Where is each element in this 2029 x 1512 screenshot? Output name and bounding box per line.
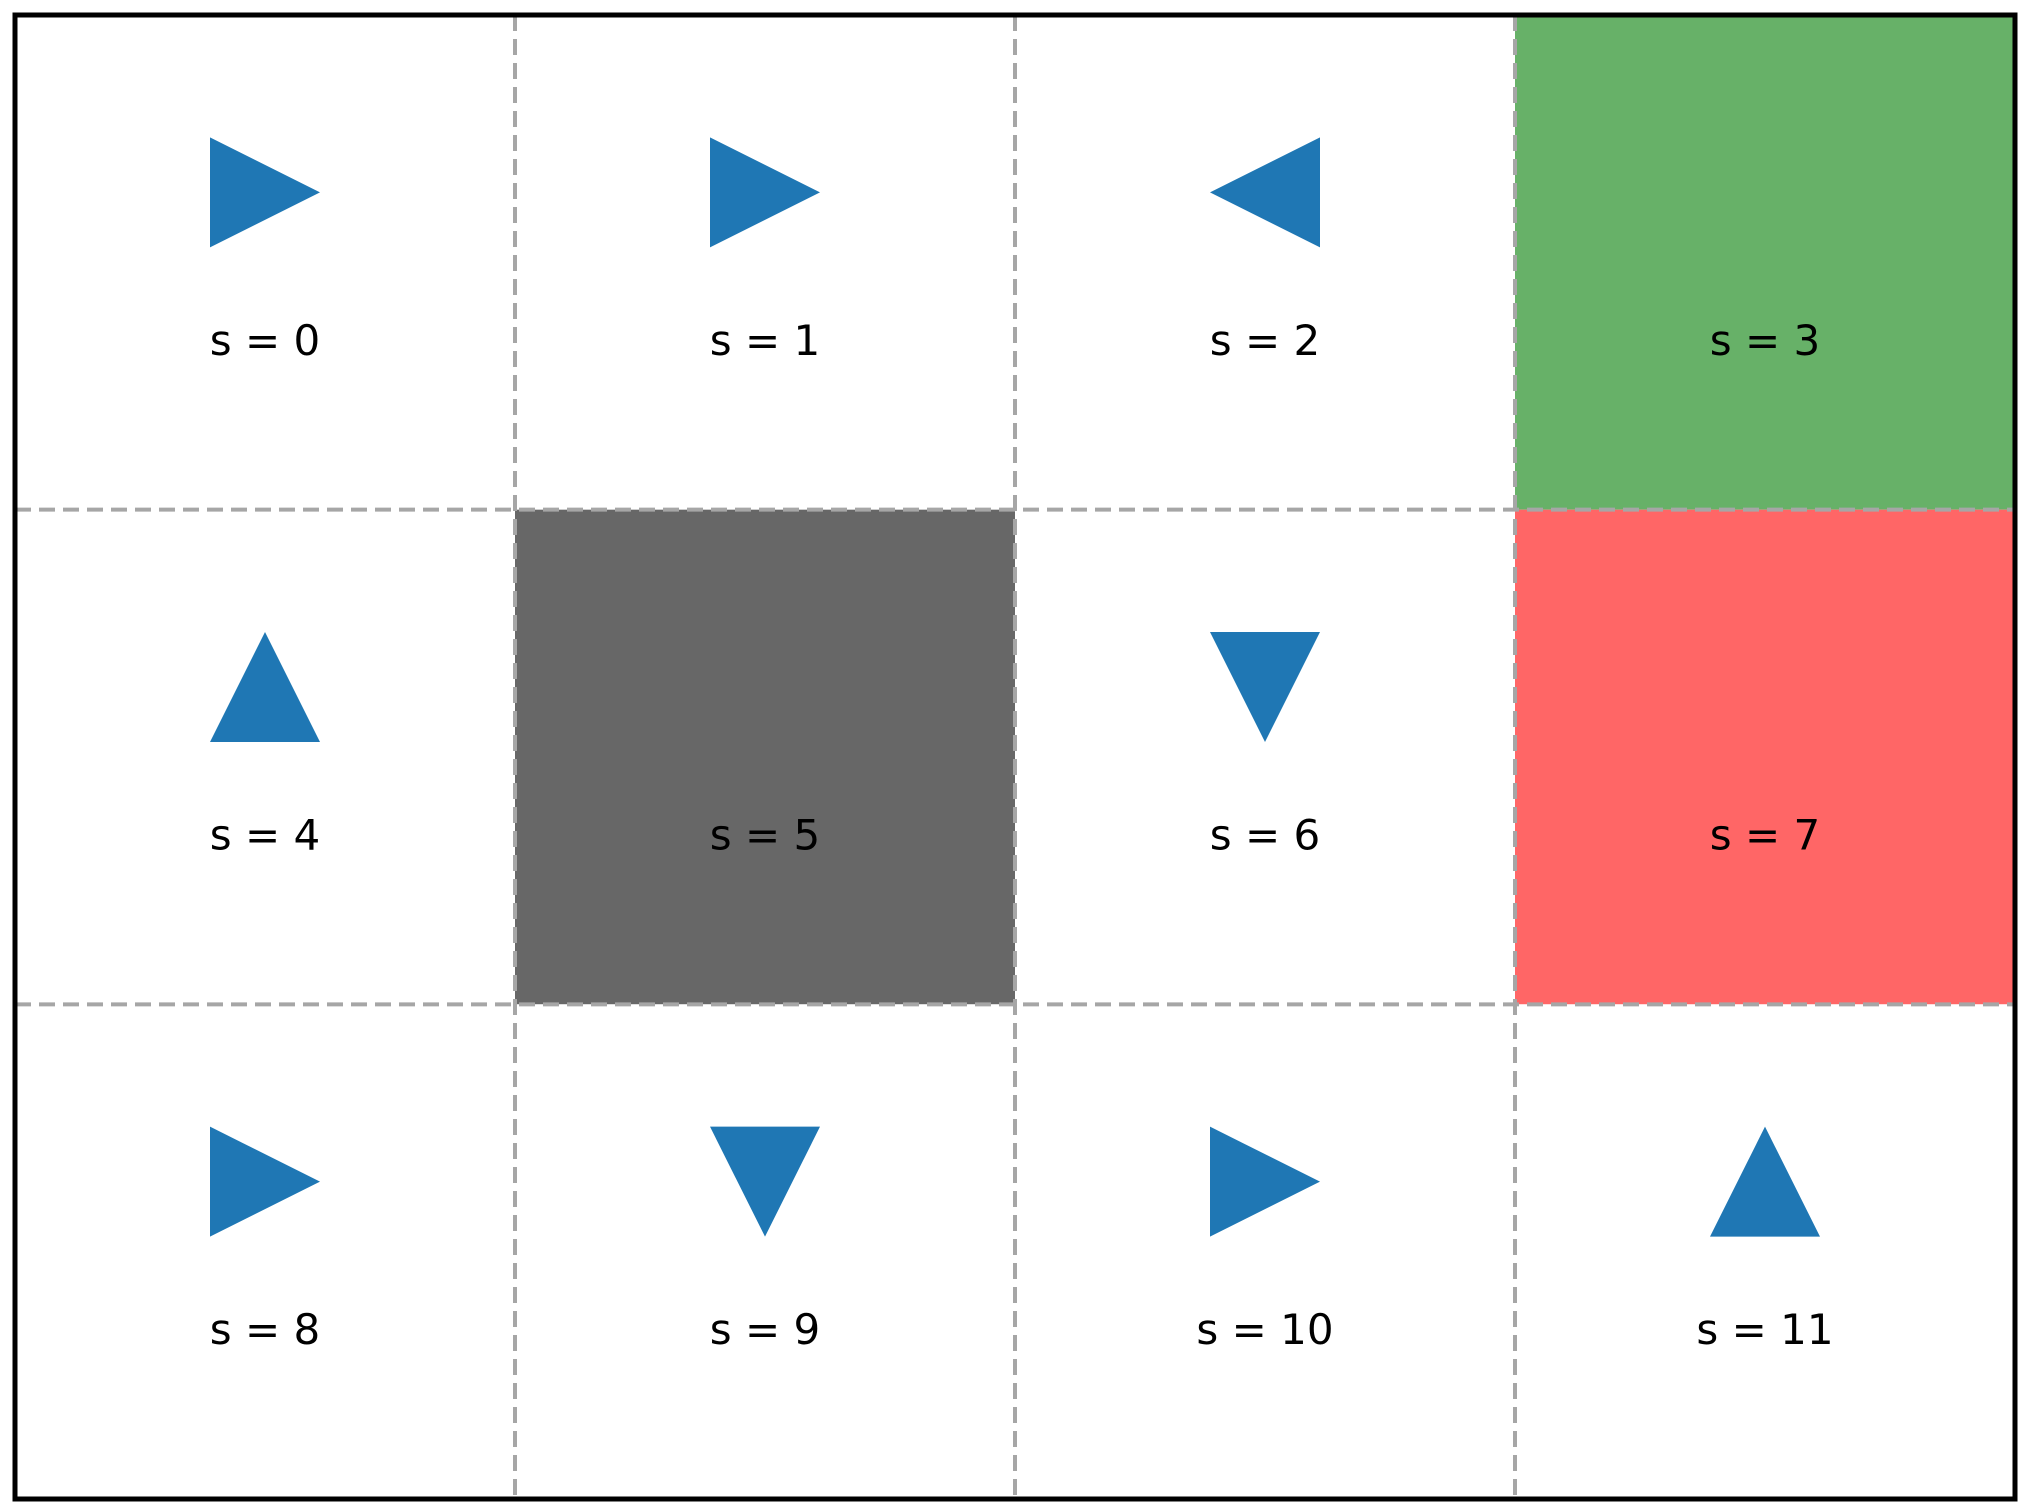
cell-empty-s11 <box>1515 1004 2015 1499</box>
arrow-layer <box>210 137 1820 1237</box>
state-label-s6: s = 6 <box>1210 811 1321 860</box>
arrow-up-icon <box>210 632 320 742</box>
arrow-down-icon <box>710 1126 820 1237</box>
cell-empty-s8 <box>15 1004 515 1499</box>
state-label-s8: s = 8 <box>210 1305 321 1354</box>
cell-empty-s1 <box>515 15 1015 510</box>
state-label-s0: s = 0 <box>210 316 321 365</box>
cell-layer <box>15 15 2015 1499</box>
arrow-up-icon <box>1710 1126 1820 1237</box>
state-label-s9: s = 9 <box>710 1305 821 1354</box>
cell-empty-s2 <box>1015 15 1515 510</box>
state-label-s11: s = 11 <box>1696 1305 1833 1354</box>
arrow-right-icon <box>1210 1126 1320 1237</box>
state-label-s2: s = 2 <box>1210 316 1321 365</box>
arrow-right-icon <box>710 137 820 248</box>
arrow-down-icon <box>1210 632 1320 742</box>
state-label-s7: s = 7 <box>1710 811 1821 860</box>
arrow-left-icon <box>1210 137 1320 248</box>
grid-outer-border <box>12 12 2018 1502</box>
state-label-s1: s = 1 <box>710 316 821 365</box>
cell-empty-s6 <box>1015 509 1515 1005</box>
state-label-s3: s = 3 <box>1710 316 1821 365</box>
state-label-s4: s = 4 <box>210 811 321 860</box>
cell-empty-s9 <box>515 1004 1015 1499</box>
cell-empty-s10 <box>1015 1004 1515 1499</box>
state-label-s5: s = 5 <box>710 811 821 860</box>
arrow-right-icon <box>210 137 320 248</box>
gridline-layer <box>15 15 2015 1499</box>
cell-pit-s7 <box>1515 509 2015 1005</box>
cell-goal-s3 <box>1515 15 2015 510</box>
label-layer: s = 0 s = 1 s = 2 s = 3 s = 4 s = 5 s = 6 s = 7… <box>210 316 1834 1354</box>
cell-wall-s5 <box>515 509 1015 1005</box>
cell-empty-s4 <box>15 509 515 1005</box>
cell-empty-s0 <box>15 15 515 510</box>
state-label-s10: s = 10 <box>1196 1305 1333 1354</box>
arrow-right-icon <box>210 1126 320 1237</box>
